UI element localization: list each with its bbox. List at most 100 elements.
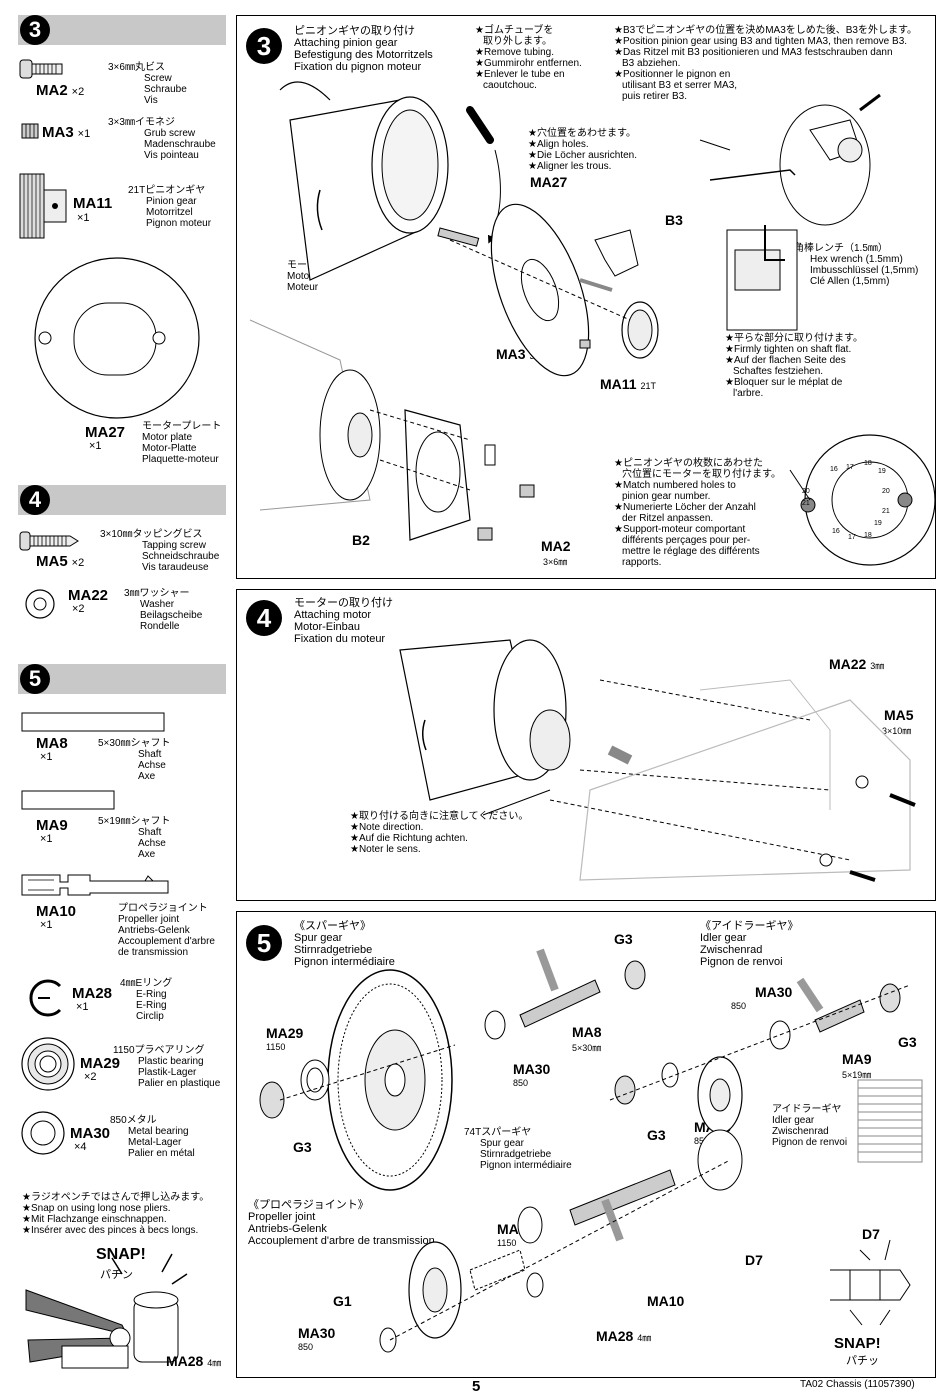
- label-ma30-spur-size: 850: [513, 1078, 529, 1088]
- step3-panel: [236, 15, 936, 579]
- label-ma30-prop-size: 850: [298, 1342, 314, 1352]
- idler-gear-label: アイドラーギヤ Idler gear Zwischenrad Pignon de…: [772, 1104, 848, 1148]
- ma2-screw-icon: [19, 59, 63, 79]
- document-id: TA02 Chassis (11057390): [800, 1379, 915, 1390]
- ma10-propeller-joint-icon: [21, 874, 169, 896]
- ma30-metal-bearing-icon: [21, 1111, 65, 1155]
- label-ma29-spur-size: 1150: [266, 1042, 286, 1052]
- ma5-tapping-screw-icon: [19, 531, 79, 551]
- spur-gear-title: 《スパーギヤ》 Spur gear Stirnradgetriebe Pigno…: [294, 920, 395, 968]
- step4-panel: [236, 589, 936, 901]
- ma11-pinion-gear-icon: [19, 173, 67, 239]
- propeller-joint-title: 《プロペラジョイント》 Propeller joint Antriebs-Gel…: [248, 1199, 435, 1247]
- step4-title: モーターの取り付け Attaching motor Motor-Einbau F…: [294, 597, 393, 645]
- pinion-dial-numbers: 17 18 19 20 21 21 19 18 17 16 16 20: [802, 460, 890, 541]
- label-ma30-idler: MA30: [755, 984, 793, 1000]
- idler-gear-title: 《アイドラーギヤ》 Idler gear Zwischenrad Pignon …: [700, 920, 799, 968]
- step3-note-tube: ★ゴムチューブを 取り外します。 ★Remove tubing. ★Gummir…: [475, 25, 582, 91]
- ma9-shaft-icon: [21, 790, 115, 810]
- label-ma5: MA5: [884, 707, 914, 723]
- label-ma27: MA27: [530, 174, 568, 190]
- label-ma22: MA22 3㎜: [829, 656, 885, 672]
- label-ma10: MA10: [647, 1293, 685, 1309]
- label-ma2: MA2: [541, 538, 571, 554]
- label-ma29-prop-size: 1150: [497, 1238, 517, 1248]
- part-desc-ma3: 3×3㎜イモネジ Grub screw Madenschraube Vis po…: [108, 117, 216, 161]
- label-ma11: MA11 21T: [600, 376, 656, 392]
- label-d7-detail: D7: [862, 1226, 880, 1242]
- ma8-shaft-icon: [21, 712, 165, 732]
- label-ma9-size: 5×19㎜: [842, 1070, 872, 1080]
- label-ma30-idler-size: 850: [731, 1001, 747, 1011]
- part-desc-ma10: プロペラジョイント Propeller joint Antriebs-Gelen…: [118, 903, 215, 958]
- step3-note-b3: ★B3でピニオンギヤの位置を決めMA3をしめた後、B3を外します。 ★Posit…: [614, 25, 917, 102]
- label-g3-right: G3: [898, 1034, 917, 1050]
- motor-label: モーター Motor Moteur: [287, 260, 327, 293]
- step4-number: 4: [246, 600, 282, 636]
- sidebar-step5-number: 5: [20, 664, 50, 694]
- label-g3-top: G3: [614, 931, 633, 947]
- label-ma30-idler2-size: 850: [694, 1136, 710, 1146]
- ma29-plastic-bearing-icon: [21, 1037, 75, 1091]
- step3-number: 3: [246, 28, 282, 64]
- label-g3-idler: G3: [647, 1127, 666, 1143]
- part-code-ma3: MA3×1: [42, 124, 91, 141]
- label-g1: G1: [333, 1293, 352, 1309]
- label-ma8: MA8: [572, 1024, 602, 1040]
- part-code-ma10: MA10: [36, 903, 77, 920]
- part-desc-ma30: 850メタル Metal bearing Metal-Lager Palier …: [110, 1115, 195, 1159]
- label-ma2-size: 3×6㎜: [543, 557, 568, 567]
- step4-note-direction: ★取り付ける向きに注意してください。 ★Note direction. ★Auf…: [350, 811, 529, 855]
- snap-jp-label: パチン: [100, 1269, 133, 1281]
- pliers-drawing: [25, 1253, 188, 1369]
- part-qty-ma10: ×1: [40, 919, 53, 931]
- snap-label: SNAP!: [96, 1246, 146, 1263]
- part-code-ma27: MA27: [85, 424, 126, 441]
- step5-panel: [236, 911, 936, 1378]
- label-ma28-prop: MA28 4㎜: [596, 1328, 652, 1344]
- ma22-washer-icon: [25, 589, 55, 619]
- step3-note-flat: ★平らな部分に取り付けます。 ★Firmly tighten on shaft …: [725, 333, 863, 399]
- part-qty-ma30: ×4: [74, 1141, 87, 1153]
- label-ma29-spur: MA29: [266, 1025, 304, 1041]
- ma28-e-ring-icon: [29, 979, 62, 1017]
- label-ma9: MA9: [842, 1051, 872, 1067]
- part-desc-ma2: 3×6㎜丸ビス Screw Schraube Vis: [108, 62, 187, 106]
- ma28-pliers-label: MA28 4㎜: [166, 1353, 222, 1369]
- step3-note-match: ★ピニオンギヤの枚数にあわせた 穴位置にモーターを取り付けます。 ★Match …: [614, 458, 781, 568]
- label-ma30-spur: MA30: [513, 1061, 551, 1077]
- step3-note-holes: ★穴位置をあわせます。 ★Align holes. ★Die Löcher au…: [528, 128, 638, 172]
- part-desc-ma11: 21Tピニオンギヤ Pinion gear Motorritzel Pignon…: [128, 185, 212, 229]
- sidebar-step3-number: 3: [20, 15, 50, 45]
- spur-74t-label: 74Tスパーギヤ Spur gear Stirnradgetriebe Pign…: [464, 1127, 572, 1171]
- part-qty-ma9: ×1: [40, 833, 53, 845]
- hex-wrench-label: 六角棒レンチ（1.5㎜） Hex wrench (1.5mm) Imbussch…: [784, 243, 919, 287]
- step5-number: 5: [246, 925, 282, 961]
- part-desc-ma8: 5×30㎜シャフト Shaft Achse Axe: [98, 738, 171, 782]
- step3-title: ピニオンギヤの取り付け Attaching pinion gear Befest…: [294, 25, 433, 73]
- part-code-ma30: MA30: [70, 1125, 111, 1142]
- step4-exploded-drawing: [399, 639, 916, 882]
- sidebar-step4-number: 4: [20, 485, 50, 515]
- part-qty-ma22: ×2: [72, 603, 85, 615]
- part-code-ma9: MA9: [36, 817, 68, 834]
- part-code-ma29: MA29: [80, 1055, 121, 1072]
- part-desc-ma5: 3×10㎜タッピングビス Tapping screw Schneidschrau…: [100, 529, 220, 573]
- pliers-note: ★ラジオペンチではさんで押し込みます。 ★Snap on using long …: [22, 1192, 210, 1236]
- part-qty-ma11: ×1: [77, 212, 90, 224]
- part-code-ma8: MA8: [36, 735, 68, 752]
- part-qty-ma27: ×1: [89, 440, 102, 452]
- part-desc-ma28: 4㎜Eリング E-Ring E-Ring Circlip: [120, 978, 173, 1022]
- page-number: 5: [472, 1378, 481, 1395]
- part-code-ma2: MA2×2: [36, 82, 85, 99]
- snap-label-step5: SNAP!: [834, 1335, 881, 1352]
- label-b2: B2: [352, 532, 370, 548]
- label-d7-prop: D7: [745, 1252, 763, 1268]
- part-code-ma11: MA11: [73, 195, 113, 212]
- part-qty-ma28: ×1: [76, 1001, 89, 1013]
- part-code-ma22: MA22: [68, 587, 109, 604]
- part-desc-ma9: 5×19㎜シャフト Shaft Achse Axe: [98, 816, 171, 860]
- ma3-grub-screw-icon: [21, 123, 39, 139]
- ma27-motor-plate-icon: [34, 257, 200, 419]
- step3-exploded-drawing: [249, 81, 936, 566]
